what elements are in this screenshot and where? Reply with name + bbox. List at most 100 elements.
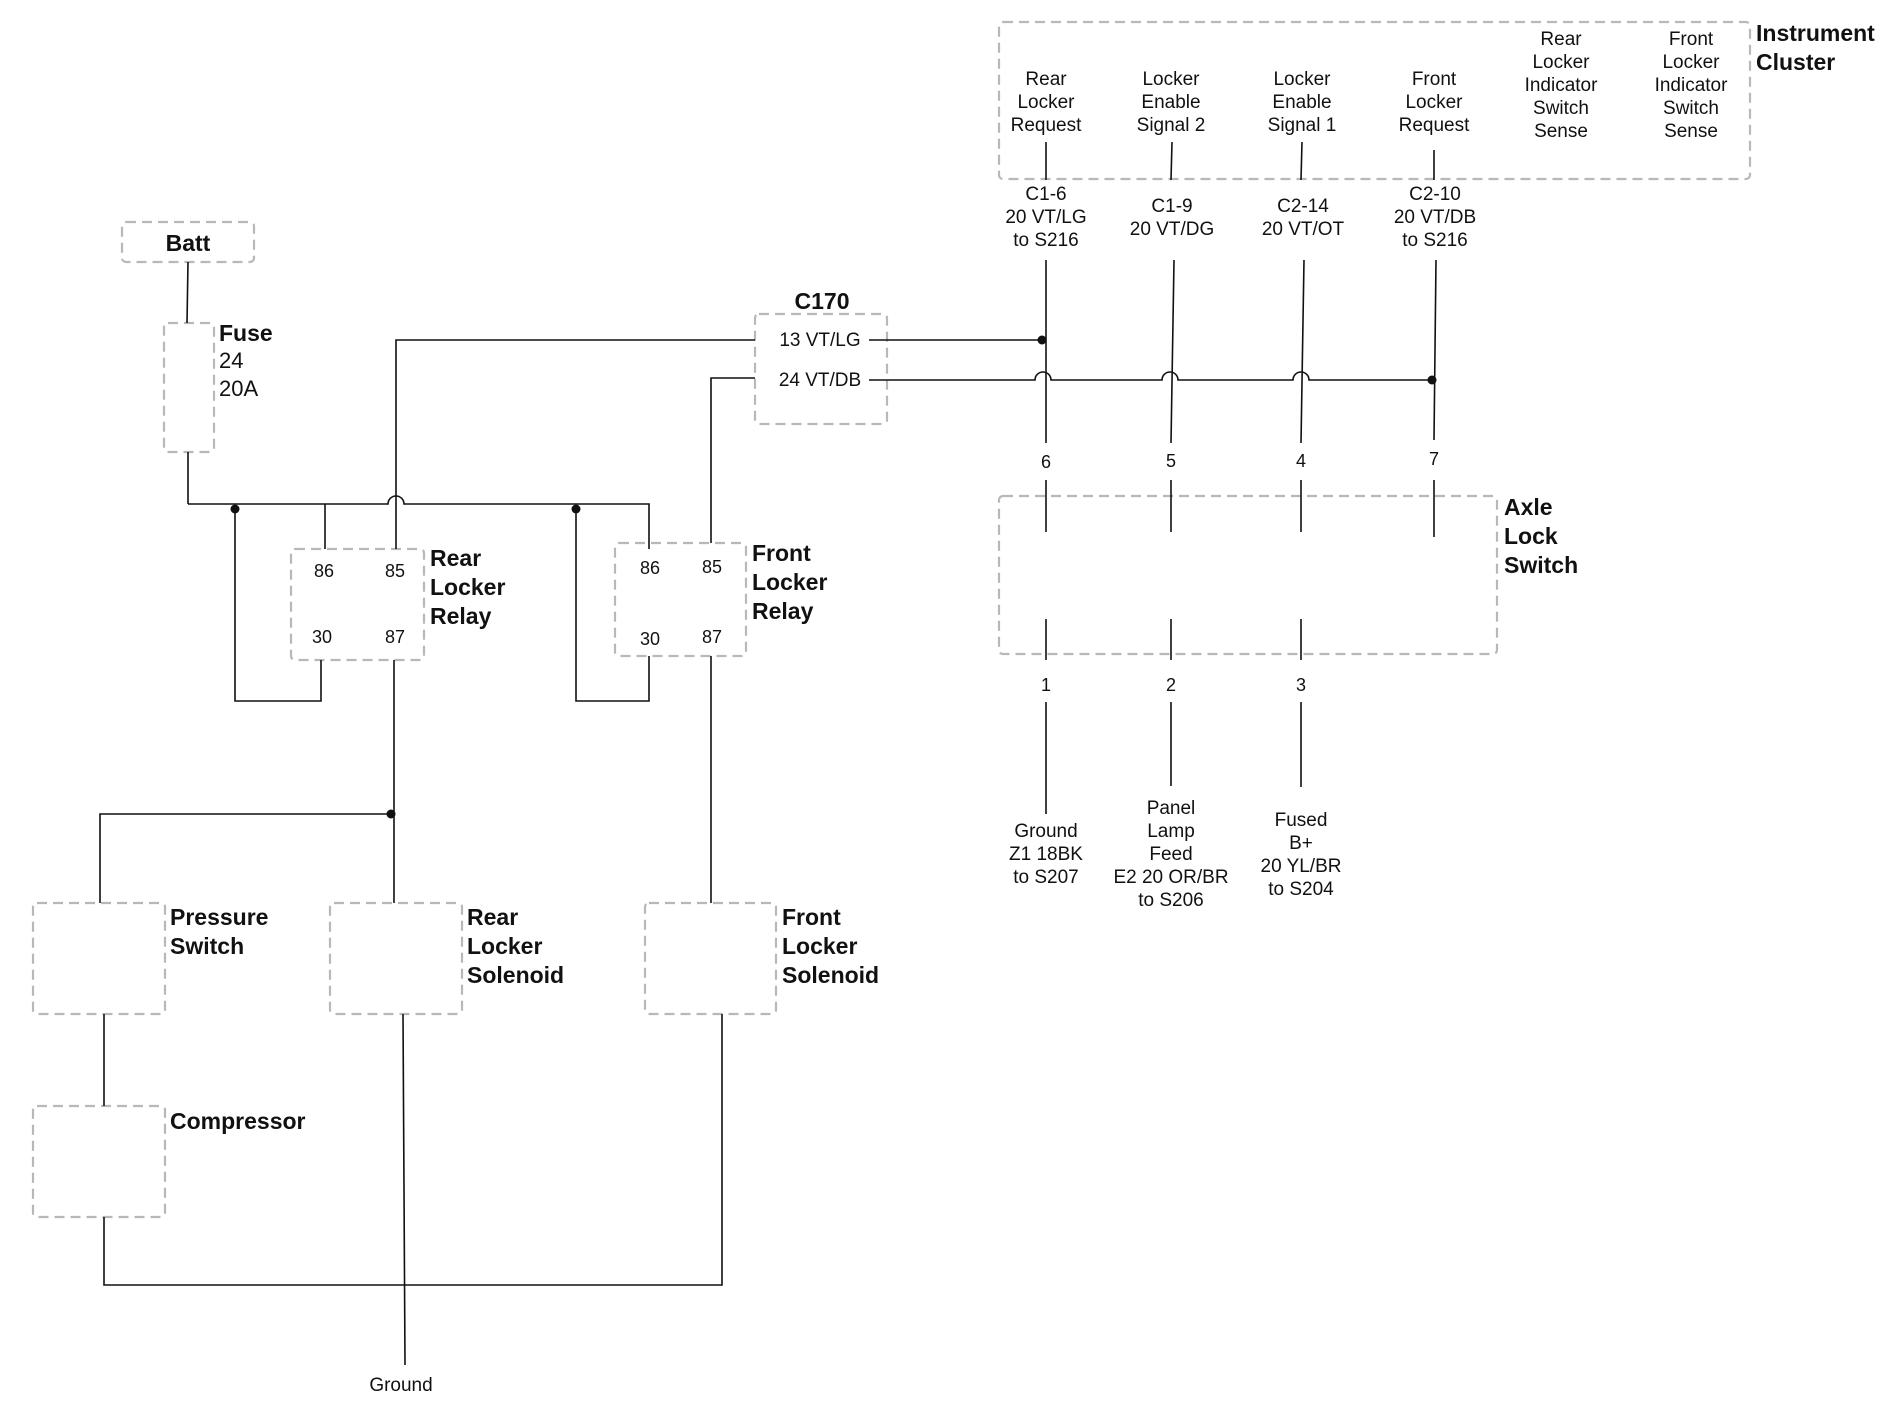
svg-text:Request: Request [1399,115,1470,136]
svg-text:Rear: Rear [430,545,481,571]
svg-text:to S216: to S216 [1402,230,1468,251]
svg-text:Indicator: Indicator [1655,75,1729,96]
c170-box [753,312,889,426]
fuse-rating: 20A [219,376,258,401]
front-relay-box [613,541,748,658]
svg-text:20 VT/DG: 20 VT/DG [1130,219,1214,240]
junctions [230,335,1437,819]
wire-label-c2-10: C2-10 20 VT/DB to S216 [1394,184,1476,251]
svg-text:Z1 18BK: Z1 18BK [1009,844,1083,865]
cluster-signal-locker-enable-2: Locker Enable Signal 2 [1137,69,1206,136]
ground-label: Ground [369,1375,432,1396]
wire-rear-solenoid-ground [402,1013,406,1366]
svg-text:C1-6: C1-6 [1025,184,1066,205]
svg-text:Front: Front [752,540,811,566]
wire-12v-bus [188,495,650,549]
cluster-signal-rear-locker-request: Rear Locker Request [1011,69,1082,136]
svg-text:Rear: Rear [1025,69,1067,90]
svg-text:to S206: to S206 [1138,890,1204,911]
wire-drop-7 [1433,259,1437,441]
axle-switch-pin-6: 6 [1041,452,1051,472]
pressure-switch-box [31,901,167,1016]
svg-text:Feed: Feed [1149,844,1192,865]
svg-text:Relay: Relay [752,598,814,624]
svg-text:Locker: Locker [1142,69,1200,90]
axle-switch-pin-4: 4 [1296,451,1306,471]
svg-text:Sense: Sense [1664,121,1718,142]
wire-compressor-return [103,1014,723,1286]
compressor-title: Compressor [170,1108,306,1134]
wire-cluster-4 [1300,141,1303,181]
wire-label-c1-9: C1-9 20 VT/DG [1130,196,1214,240]
wire-batt-fuse [186,261,189,324]
svg-text:Fused: Fused [1275,810,1328,831]
junction-dot [386,809,396,819]
component-boxes [31,20,1752,1219]
cluster-signal-front-locker-request: Front Locker Request [1399,69,1470,136]
compressor-box [31,1104,167,1219]
front-relay-pin-87: 87 [702,627,722,647]
cluster-signal-front-indicator-sense: Front Locker Indicator Switch Sense [1655,29,1729,142]
axle-switch-title: Axle Lock Switch [1504,494,1578,578]
junction-dot [1037,335,1047,345]
svg-text:20 YL/BR: 20 YL/BR [1261,856,1342,877]
svg-text:B+: B+ [1289,833,1313,854]
wire-drop-4 [1300,259,1305,444]
wire-rear-30-loop [234,509,322,702]
svg-text:Enable: Enable [1272,92,1331,113]
svg-text:Front: Front [782,904,841,930]
front-relay-pin-30: 30 [640,629,660,649]
wire-rear-85-c170 [395,339,755,549]
junction-dot [230,504,240,514]
svg-text:Panel: Panel [1147,798,1196,819]
rear-solenoid-box [328,901,464,1016]
svg-text:Lamp: Lamp [1147,821,1195,842]
svg-text:Request: Request [1011,115,1082,136]
svg-text:Solenoid: Solenoid [467,962,564,988]
svg-text:Front: Front [1669,29,1714,50]
svg-text:Sense: Sense [1534,121,1588,142]
svg-text:Locker: Locker [1017,92,1075,113]
axle-switch-pin-2: 2 [1166,675,1176,695]
wire-drop-5 [1170,259,1175,444]
wire-label-fused-b-plus: Fused B+ 20 YL/BR to S204 [1261,810,1342,900]
svg-text:Locker: Locker [1273,69,1331,90]
batt-title: Batt [166,230,211,256]
svg-text:Front: Front [1412,69,1457,90]
svg-text:Switch: Switch [1504,552,1578,578]
svg-text:to S207: to S207 [1013,867,1079,888]
rear-relay-pin-85: 85 [385,561,405,581]
rear-relay-pin-86: 86 [314,561,334,581]
svg-text:Locker: Locker [782,933,857,959]
svg-text:Pressure: Pressure [170,904,268,930]
svg-text:20 VT/OT: 20 VT/OT [1262,219,1345,240]
wire-rear-87-pressure [99,813,391,903]
instrument-cluster-title: Instrument Cluster [1756,20,1875,75]
c170-title: C170 [795,288,850,314]
svg-text:Axle: Axle [1504,494,1553,520]
front-relay-title: Front Locker Relay [752,540,827,624]
svg-text:Locker: Locker [430,574,505,600]
axle-switch-pin-1: 1 [1041,675,1051,695]
wire-front-85-c170 [710,377,755,543]
fuse-number: 24 [219,348,243,373]
axle-switch-box [997,494,1499,656]
svg-text:Enable: Enable [1141,92,1200,113]
svg-text:Switch: Switch [170,933,244,959]
instrument-cluster-box [997,20,1752,181]
wire-cluster-5 [1170,141,1173,181]
svg-text:Instrument: Instrument [1756,20,1875,46]
rear-relay-pin-87: 87 [385,627,405,647]
front-solenoid-box [643,901,778,1016]
front-solenoid-title: Front Locker Solenoid [782,904,879,988]
rear-relay-title: Rear Locker Relay [430,545,505,629]
wire-label-ground-z1: Ground Z1 18BK to S207 [1009,821,1083,888]
c170-pin-vtdb: 24 VT/DB [779,370,861,391]
rear-relay-box [289,547,426,662]
svg-text:Locker: Locker [1405,92,1463,113]
svg-text:Indicator: Indicator [1525,75,1599,96]
pressure-switch-title: Pressure Switch [170,904,268,959]
wire-c170-vtdb [868,371,1432,381]
svg-text:Locker: Locker [467,933,542,959]
